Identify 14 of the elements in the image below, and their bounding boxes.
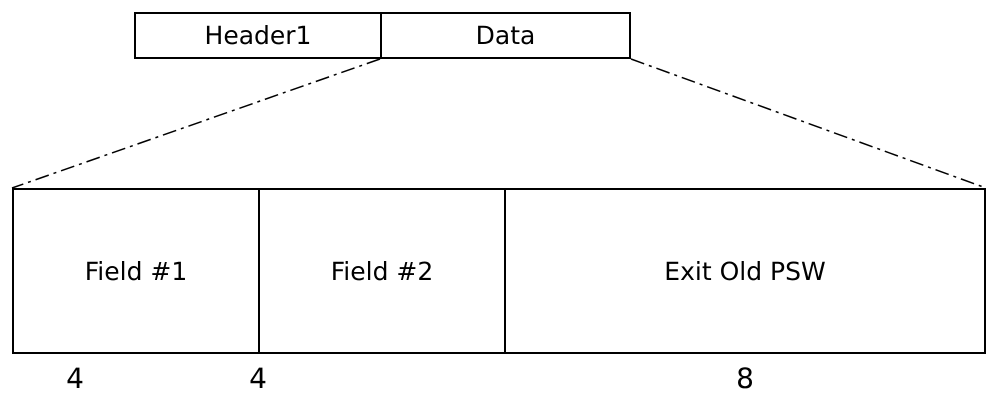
field-box: [258, 188, 506, 354]
field-name: Exit Old PSW: [664, 256, 826, 286]
length-label: 8: [736, 362, 754, 395]
field-box: [12, 188, 260, 354]
field-box: [134, 12, 382, 59]
field-name: Data: [476, 21, 536, 50]
field-name: Field #2: [330, 256, 434, 286]
field-name: Header1: [204, 21, 312, 50]
expansion-line: [12, 58, 380, 189]
field-box: [504, 188, 986, 354]
field-name: Field #1: [84, 256, 188, 286]
length-label: 4: [66, 362, 84, 395]
length-label: 4: [249, 362, 267, 395]
field-box: [380, 12, 631, 59]
